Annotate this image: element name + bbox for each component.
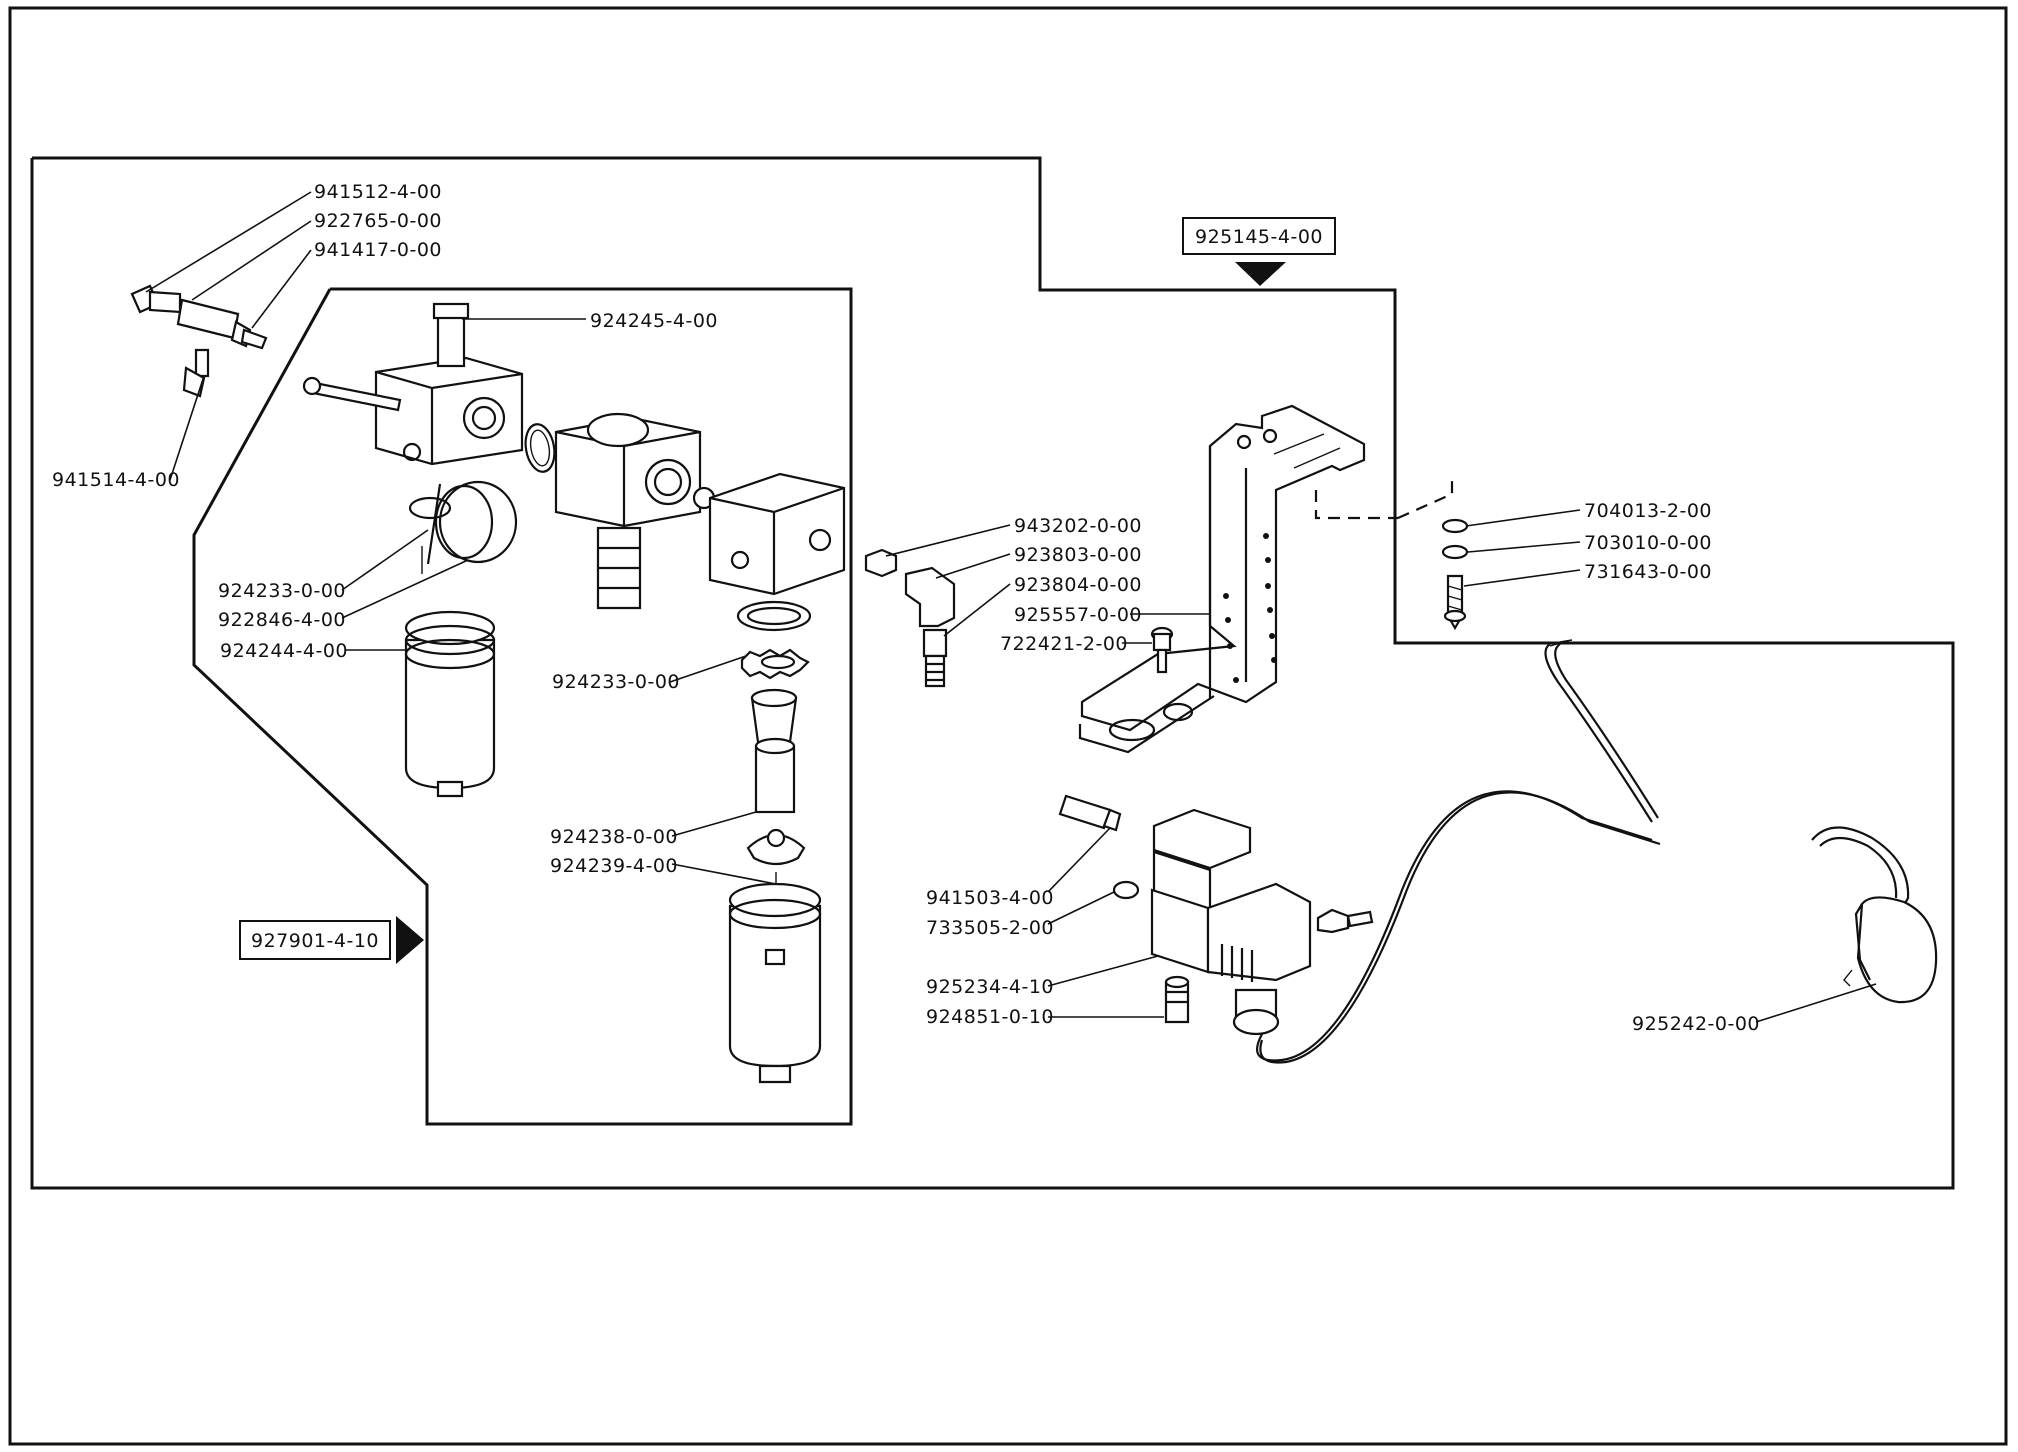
part-label-941503[interactable]: 941503-4-00 — [926, 887, 1054, 909]
part-label-925557[interactable]: 925557-0-00 — [1014, 604, 1142, 626]
washer-704013 — [1441, 518, 1469, 534]
part-label-925234[interactable]: 925234-4-10 — [926, 976, 1054, 998]
part-label-941512[interactable]: 941512-4-00 — [314, 181, 442, 203]
pilot-fitting-941503 — [1058, 794, 1122, 832]
sleeve — [754, 744, 796, 814]
elbow-fitting-group — [864, 548, 956, 688]
sleeve-top — [754, 737, 796, 755]
part-label-704013[interactable]: 704013-2-00 — [1584, 500, 1712, 522]
part-label-924244[interactable]: 924244-4-00 — [220, 640, 348, 662]
part-label-703010[interactable]: 703010-0-00 — [1584, 532, 1712, 554]
filter-regulator-boundary — [192, 287, 853, 1126]
regulator-block — [302, 302, 524, 466]
part-label-924233-gauge[interactable]: 924233-0-00 — [218, 580, 346, 602]
part-number-labels: 941512-4-00 922765-0-00 941417-0-00 9242… — [52, 181, 1760, 1035]
filter-housing-block — [708, 472, 846, 596]
filter-bowl — [404, 610, 496, 798]
part-label-722421[interactable]: 722421-2-00 — [1000, 633, 1128, 655]
pressure-gauge — [408, 480, 518, 574]
part-label-923804[interactable]: 923804-0-00 — [1014, 574, 1142, 596]
part-label-941417[interactable]: 941417-0-00 — [314, 239, 442, 261]
part-label-731643[interactable]: 731643-0-00 — [1584, 561, 1712, 583]
outer-assembly-boundary — [30, 156, 1955, 1190]
sheet-frame — [8, 6, 2008, 1446]
o-ring-inner — [529, 429, 551, 467]
plug-924851 — [1164, 975, 1190, 1024]
cable-connector — [1256, 639, 1938, 1064]
o-ring — [524, 423, 556, 473]
part-label-924239[interactable]: 924239-4-00 — [550, 855, 678, 877]
tapping-screw — [1443, 574, 1467, 631]
assembly-label-bracket: 925145-4-00 — [1195, 226, 1323, 248]
part-label-922765[interactable]: 922765-0-00 — [314, 210, 442, 232]
nut-733505 — [1112, 880, 1140, 900]
lock-washer — [740, 648, 810, 680]
assembly-callout-filter-regulator[interactable]: 927901-4-10 — [239, 916, 424, 964]
arrow-right-icon — [396, 916, 424, 964]
washer-703010 — [1441, 544, 1469, 560]
gasket-ring-inner — [746, 606, 802, 626]
arrow-down-icon — [1235, 262, 1286, 286]
assembly-label-filter-regulator: 927901-4-10 — [251, 930, 379, 952]
bushing-top — [750, 688, 798, 708]
part-label-924851[interactable]: 924851-0-10 — [926, 1006, 1054, 1028]
part-label-922846[interactable]: 922846-4-00 — [218, 609, 346, 631]
part-label-941514[interactable]: 941514-4-00 — [52, 469, 180, 491]
part-label-924233-gasket[interactable]: 924233-0-00 — [552, 671, 680, 693]
solenoid-valve — [1150, 808, 1374, 1036]
deflector — [746, 828, 806, 866]
part-label-925242[interactable]: 925242-0-00 — [1632, 1013, 1760, 1035]
part-label-924245[interactable]: 924245-4-00 — [590, 310, 718, 332]
part-label-923803[interactable]: 923803-0-00 — [1014, 544, 1142, 566]
mounting-bracket — [1078, 404, 1454, 754]
part-label-943202[interactable]: 943202-0-00 — [1014, 515, 1142, 537]
part-label-733505[interactable]: 733505-2-00 — [926, 917, 1054, 939]
bracket-screw — [1150, 626, 1174, 674]
part-label-924238[interactable]: 924238-0-00 — [550, 826, 678, 848]
leader-lines — [145, 191, 1877, 1023]
filter-regulator-body — [554, 412, 716, 610]
inlet-fitting-group — [130, 284, 268, 398]
lubricator-bowl — [728, 872, 822, 1084]
assembly-callout-bracket[interactable]: 925145-4-00 — [1182, 217, 1336, 286]
gasket-ring — [736, 600, 812, 632]
